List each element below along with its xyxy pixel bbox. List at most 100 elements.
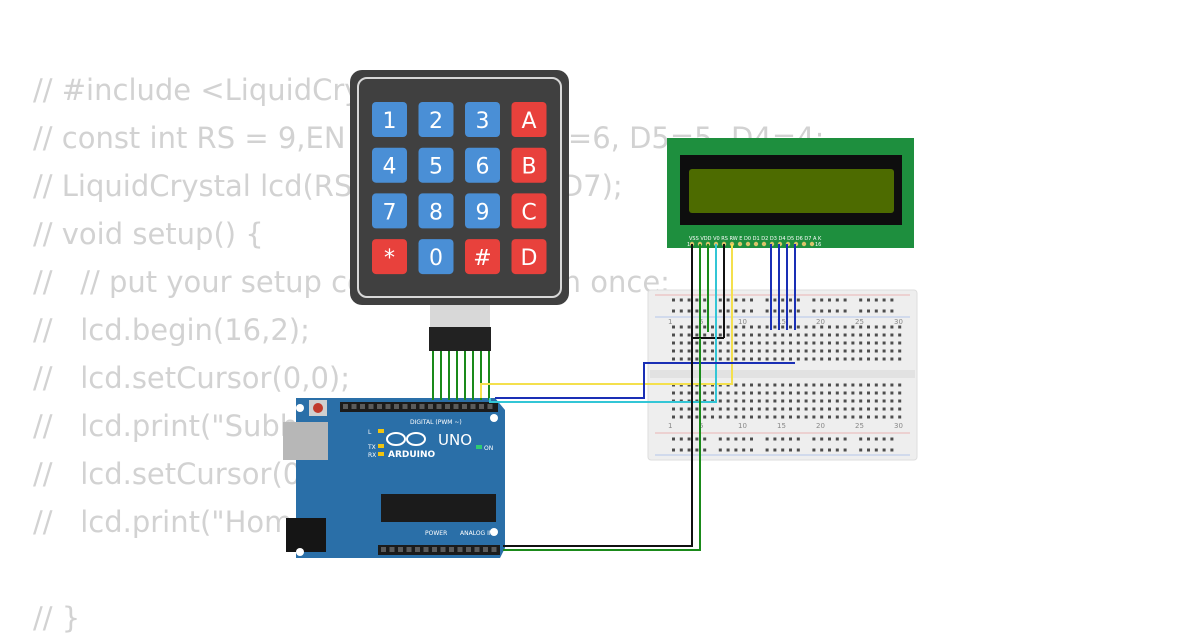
- breadboard-hole[interactable]: [898, 383, 902, 387]
- breadboard-hole[interactable]: [843, 357, 847, 361]
- breadboard-hole[interactable]: [812, 437, 816, 441]
- breadboard-hole[interactable]: [851, 415, 855, 419]
- breadboard-hole[interactable]: [750, 383, 753, 387]
- breadboard-hole[interactable]: [828, 341, 831, 345]
- breadboard-hole[interactable]: [703, 407, 707, 411]
- keypad-key-face[interactable]: [372, 239, 407, 275]
- keypad-key[interactable]: B: [511, 147, 547, 183]
- breadboard-hole[interactable]: [750, 325, 753, 329]
- breadboard-hole[interactable]: [718, 357, 722, 361]
- breadboard-hole[interactable]: [812, 325, 816, 329]
- breadboard-hole[interactable]: [859, 309, 863, 313]
- breadboard-hole[interactable]: [882, 407, 886, 411]
- breadboard-hole[interactable]: [820, 349, 824, 353]
- breadboard-hole[interactable]: [711, 415, 714, 419]
- breadboard-hole[interactable]: [742, 391, 746, 395]
- breadboard-hole[interactable]: [867, 349, 870, 353]
- breadboard-hole[interactable]: [812, 399, 816, 403]
- breadboard-hole[interactable]: [796, 383, 800, 387]
- keypad-key-face[interactable]: [418, 147, 454, 183]
- breadboard-hole[interactable]: [672, 448, 675, 452]
- breadboard-hole[interactable]: [804, 383, 808, 387]
- breadboard-hole[interactable]: [781, 437, 785, 441]
- breadboard-hole[interactable]: [711, 325, 714, 329]
- breadboard-hole[interactable]: [835, 448, 839, 452]
- breadboard-hole[interactable]: [765, 383, 769, 387]
- breadboard-hole[interactable]: [859, 399, 863, 403]
- breadboard-hole[interactable]: [750, 341, 753, 345]
- keypad-key[interactable]: *: [372, 239, 407, 275]
- breadboard-hole[interactable]: [726, 341, 730, 345]
- breadboard-hole[interactable]: [874, 341, 878, 345]
- keypad-key-face[interactable]: [465, 147, 500, 183]
- breadboard-hole[interactable]: [804, 357, 808, 361]
- breadboard-hole[interactable]: [804, 407, 808, 411]
- keypad-key[interactable]: 7: [372, 193, 407, 229]
- breadboard-hole[interactable]: [789, 349, 792, 353]
- breadboard-hole[interactable]: [820, 399, 824, 403]
- breadboard-hole[interactable]: [734, 357, 738, 361]
- breadboard-hole[interactable]: [687, 448, 691, 452]
- breadboard-hole[interactable]: [695, 325, 699, 329]
- breadboard-hole[interactable]: [789, 383, 792, 387]
- breadboard-hole[interactable]: [820, 341, 824, 345]
- breadboard-hole[interactable]: [859, 391, 863, 395]
- breadboard-hole[interactable]: [835, 415, 839, 419]
- breadboard-hole[interactable]: [812, 383, 816, 387]
- breadboard-hole[interactable]: [859, 448, 863, 452]
- keypad-key[interactable]: A: [511, 102, 547, 137]
- breadboard-hole[interactable]: [757, 333, 761, 337]
- breadboard-hole[interactable]: [882, 349, 886, 353]
- breadboard-hole[interactable]: [812, 448, 816, 452]
- breadboard-hole[interactable]: [750, 333, 753, 337]
- breadboard-hole[interactable]: [828, 325, 831, 329]
- breadboard-hole[interactable]: [726, 309, 730, 313]
- keypad-key[interactable]: 0: [418, 239, 454, 275]
- breadboard-hole[interactable]: [687, 391, 691, 395]
- breadboard-hole[interactable]: [828, 437, 831, 441]
- breadboard-hole[interactable]: [711, 349, 714, 353]
- breadboard-hole[interactable]: [882, 448, 886, 452]
- breadboard-hole[interactable]: [711, 391, 714, 395]
- breadboard-hole[interactable]: [898, 333, 902, 337]
- lcd-16x2[interactable]: VSS VDD V0 RS RW E D0 D1 D2 D3 D4 D5 D6 …: [667, 138, 914, 248]
- breadboard-hole[interactable]: [789, 399, 792, 403]
- keypad-key[interactable]: C: [511, 193, 547, 229]
- breadboard-hole[interactable]: [695, 448, 699, 452]
- breadboard-hole[interactable]: [851, 325, 855, 329]
- breadboard-hole[interactable]: [765, 357, 769, 361]
- breadboard-hole[interactable]: [874, 357, 878, 361]
- breadboard-hole[interactable]: [789, 341, 792, 345]
- breadboard-hole[interactable]: [890, 309, 894, 313]
- breadboard-hole[interactable]: [679, 407, 683, 411]
- breadboard-hole[interactable]: [773, 357, 777, 361]
- breadboard-hole[interactable]: [882, 298, 886, 302]
- breadboard-hole[interactable]: [742, 399, 746, 403]
- breadboard-hole[interactable]: [812, 298, 816, 302]
- breadboard-hole[interactable]: [835, 333, 839, 337]
- breadboard-hole[interactable]: [874, 325, 878, 329]
- breadboard-hole[interactable]: [898, 391, 902, 395]
- breadboard-hole[interactable]: [781, 341, 785, 345]
- breadboard-hole[interactable]: [812, 349, 816, 353]
- breadboard-hole[interactable]: [765, 333, 769, 337]
- breadboard-hole[interactable]: [828, 448, 831, 452]
- breadboard-hole[interactable]: [843, 407, 847, 411]
- breadboard-hole[interactable]: [672, 325, 675, 329]
- breadboard-hole[interactable]: [734, 325, 738, 329]
- breadboard-hole[interactable]: [812, 333, 816, 337]
- breadboard-hole[interactable]: [812, 341, 816, 345]
- breadboard-hole[interactable]: [726, 391, 730, 395]
- breadboard-hole[interactable]: [859, 383, 863, 387]
- breadboard-hole[interactable]: [695, 437, 699, 441]
- breadboard-hole[interactable]: [867, 341, 870, 345]
- breadboard-hole[interactable]: [867, 437, 870, 441]
- keypad-key[interactable]: D: [511, 239, 547, 275]
- breadboard-hole[interactable]: [765, 325, 769, 329]
- breadboard-hole[interactable]: [843, 399, 847, 403]
- breadboard-hole[interactable]: [828, 298, 831, 302]
- breadboard-hole[interactable]: [734, 309, 738, 313]
- breadboard-hole[interactable]: [804, 341, 808, 345]
- breadboard-hole[interactable]: [672, 407, 675, 411]
- breadboard-hole[interactable]: [781, 407, 785, 411]
